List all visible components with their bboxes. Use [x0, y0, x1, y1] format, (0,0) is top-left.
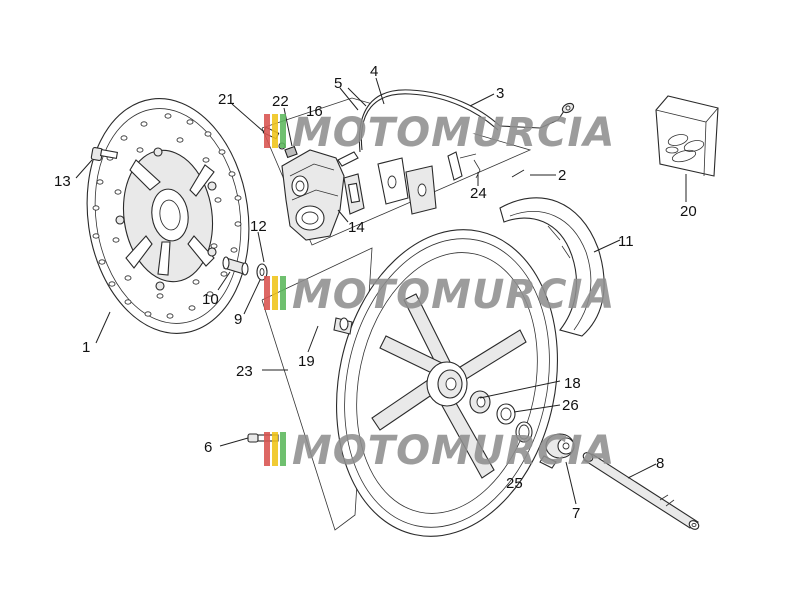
callout-8: 8: [656, 455, 664, 472]
callout-19: 19: [298, 353, 315, 370]
callout-26: 26: [562, 397, 579, 414]
callout-21: 21: [218, 91, 235, 108]
callout-labels: 1 2 3 4 5 6 7 8 9 10 11 12 13 14 16 18 1…: [54, 63, 697, 522]
callout-20: 20: [680, 203, 697, 220]
watermark-bottom: MOTOMURCIA: [264, 428, 615, 474]
callout-4: 4: [370, 63, 378, 80]
callout-22: 22: [272, 93, 289, 110]
callout-13: 13: [54, 173, 71, 190]
callout-23: 23: [236, 363, 253, 380]
callout-7: 7: [572, 505, 580, 522]
front-mudguard: [499, 197, 605, 337]
callout-25: 25: [506, 475, 523, 492]
wheel-group-outline: [261, 247, 373, 531]
pad-pin-and-clip: [447, 151, 481, 181]
wheel-spacer: [222, 256, 249, 276]
callout-2: 2: [558, 167, 566, 184]
brake-pad-right: [377, 157, 437, 215]
brake-pad-left: [343, 173, 365, 215]
callout-14: 14: [348, 219, 365, 236]
callout-3: 3: [496, 85, 504, 102]
callout-12: 12: [250, 218, 267, 235]
svg-text:MOTOMURCIA: MOTOMURCIA: [292, 110, 615, 156]
callout-6: 6: [204, 439, 212, 456]
seal-kit-bag: [655, 95, 719, 177]
brake-hose: [358, 89, 575, 153]
front-axle: [582, 452, 700, 530]
axle-sleeve: [333, 317, 353, 335]
speedometer-drive: [539, 433, 575, 469]
callout-18: 18: [564, 375, 581, 392]
callout-5: 5: [334, 75, 342, 92]
brake-disc: [86, 98, 250, 334]
svg-text:MOTOMURCIA: MOTOMURCIA: [292, 272, 615, 318]
disc-bolt: [90, 146, 119, 162]
callout-16: 16: [306, 103, 323, 120]
spacer-ring: [496, 403, 516, 425]
callout-24: 24: [470, 185, 487, 202]
svg-text:MOTOMURCIA: MOTOMURCIA: [292, 428, 615, 474]
front-wheel: [336, 229, 558, 537]
watermark-top: MOTOMURCIA: [264, 110, 615, 156]
callout-10: 10: [202, 291, 219, 308]
oil-seal: [515, 421, 533, 443]
callout-9: 9: [234, 311, 242, 328]
watermark-middle: MOTOMURCIA: [264, 272, 615, 318]
callout-1: 1: [82, 339, 90, 356]
brake-caliper: [281, 145, 359, 241]
wheel-bearing: [469, 390, 491, 414]
callout-11: 11: [618, 233, 634, 250]
leader-lines: [75, 77, 687, 505]
